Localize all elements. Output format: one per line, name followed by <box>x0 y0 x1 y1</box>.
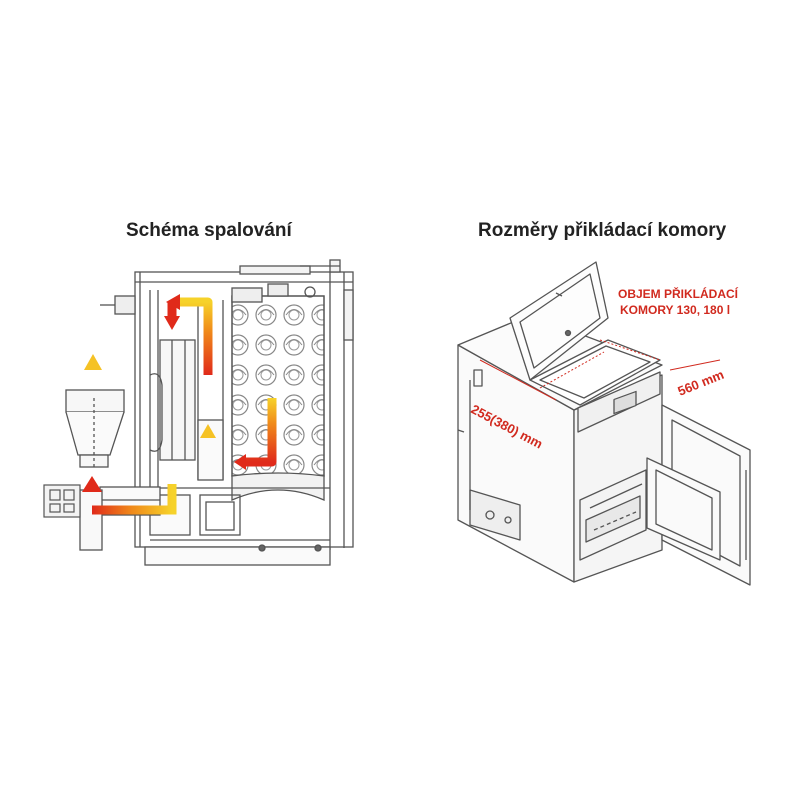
width-dimension-label: 560 mm <box>676 367 727 399</box>
volume-label-line1: OBJEM PŘIKLÁDACÍ <box>618 286 739 301</box>
boiler-cross-section <box>99 259 354 566</box>
chamber-dimensions-title: Rozměry přikládací komory <box>478 220 727 241</box>
flue-gas-flow <box>82 294 277 530</box>
volume-label-line2: KOMORY 130, 180 l <box>620 303 730 317</box>
exhaust-up-arrow <box>84 354 102 384</box>
boiler-isometric <box>457 261 751 586</box>
dimension-lines <box>479 339 721 401</box>
combustion-diagram-title: Schéma spalování <box>126 220 292 241</box>
auger-motor <box>43 484 81 518</box>
